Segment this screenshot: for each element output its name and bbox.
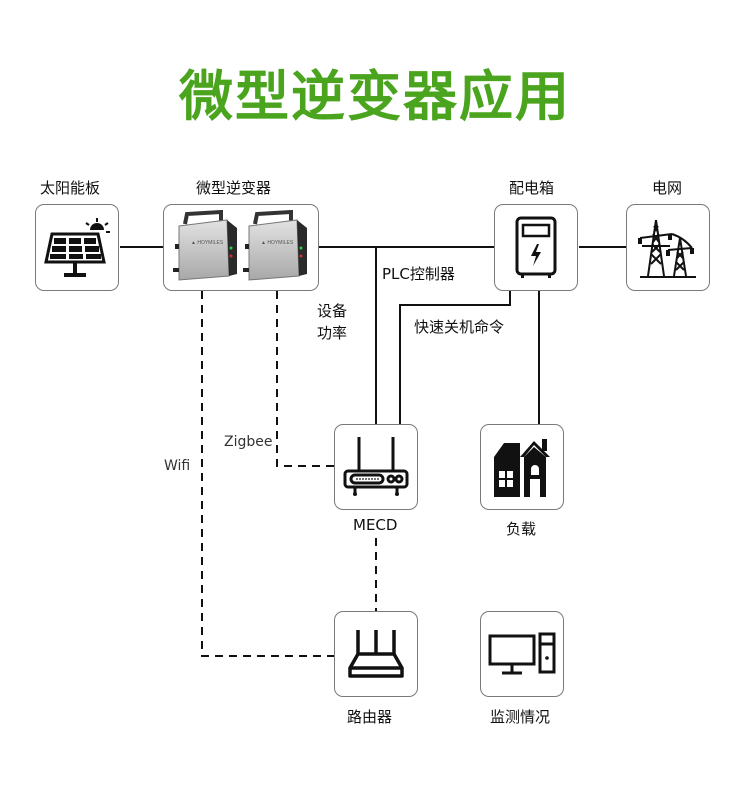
monitor-label: 监测情况 <box>490 708 551 726</box>
device-power-label-2: 功率 <box>317 324 348 342</box>
house-icon <box>490 435 554 499</box>
line-shutdown-mecd <box>399 290 511 424</box>
distribution-box-node[interactable] <box>494 204 578 291</box>
load-node[interactable] <box>480 424 564 510</box>
svg-text:▲ HOYMILES: ▲ HOYMILES <box>261 240 294 246</box>
solar-panel-label: 太阳能板 <box>40 179 101 197</box>
gateway-router-icon <box>341 435 411 499</box>
monitor-node[interactable] <box>480 611 564 697</box>
device-power-label-1: 设备 <box>317 302 348 320</box>
solar-panel-node[interactable] <box>35 204 119 291</box>
svg-text:▲ HOYMILES: ▲ HOYMILES <box>191 240 224 246</box>
distribution-box-icon <box>513 216 559 280</box>
zigbee-label: Zigbee <box>224 434 273 450</box>
router-label: 路由器 <box>347 708 393 726</box>
router-node[interactable] <box>334 611 418 697</box>
plc-controller-label: PLC控制器 <box>382 265 455 283</box>
desktop-computer-icon <box>488 630 556 678</box>
load-label: 负载 <box>506 520 537 538</box>
wifi-router-icon <box>346 626 406 682</box>
grid-node[interactable] <box>626 204 710 291</box>
line-zigbee <box>276 291 334 467</box>
distribution-box-label: 配电箱 <box>509 179 555 197</box>
diagram-title: 微型逆变器应用 <box>179 65 571 128</box>
solar-panel-icon <box>42 216 112 280</box>
micro-inverter-node[interactable]: ▲ HOYMILES ▲ HOYMILES <box>163 204 319 291</box>
power-tower-icon <box>636 216 700 280</box>
grid-label: 电网 <box>652 179 683 197</box>
shutdown-command-label: 快速关机命令 <box>414 318 505 336</box>
wifi-label: Wifi <box>164 458 191 474</box>
micro-inverter-label: 微型逆变器 <box>196 179 272 197</box>
mecd-label: MECD <box>353 516 398 534</box>
mecd-node[interactable] <box>334 424 418 510</box>
micro-inverter-icon: ▲ HOYMILES ▲ HOYMILES <box>171 209 311 286</box>
line-wifi <box>201 291 334 657</box>
